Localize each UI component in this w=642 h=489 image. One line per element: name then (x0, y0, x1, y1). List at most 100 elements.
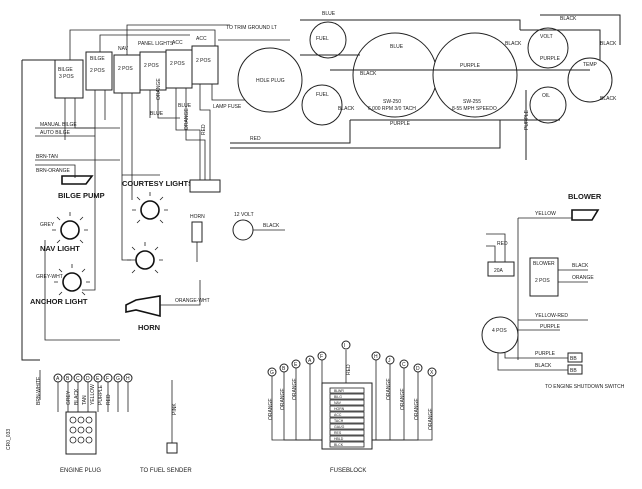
fuel-gauge (301, 84, 343, 126)
blower-red: RED (497, 241, 508, 247)
switch-2pos-a-label: 2 POS (90, 68, 105, 74)
fuse-pin-j (385, 355, 395, 365)
breaker-label: 20A (494, 268, 504, 274)
engine-pin-label: A (56, 376, 60, 382)
fuse-pin-label: H (374, 354, 378, 360)
blower-switch-label: BLOWER (533, 261, 555, 267)
fuse-slot-label: BLCK (334, 443, 344, 447)
fuel-sender-connector (166, 442, 178, 454)
fuse-pin-label: C (402, 362, 406, 368)
nav-switch-pos: 2 POS (118, 66, 133, 72)
fuse-pin-label: J (388, 358, 391, 364)
fuse-orange-3: ORANGE (292, 378, 298, 400)
engine-pin-h (123, 373, 133, 383)
wire-black-2: BLACK (505, 41, 522, 47)
switch-2pos-a (85, 51, 113, 91)
bilge-pump-icon (61, 175, 94, 185)
switch-panel: BILGE 3 POS BILGE 2 POS NAV 2 POS PANEL … (21, 24, 290, 361)
fuel-top-label: FUEL (316, 36, 329, 42)
courtesy-light-2-icon (135, 250, 155, 270)
fuse-slot (329, 429, 365, 436)
fuse-orange-1: ORANGE (268, 398, 274, 420)
engine-pin-label: H (126, 376, 130, 382)
fuse-pin-f (317, 351, 327, 361)
wire-red-switch: RED (201, 124, 207, 135)
blower-yellow-red: YELLOW-RED (535, 313, 568, 319)
temp-gauge (567, 57, 613, 103)
bilge-switch-label: BILGE (58, 67, 73, 73)
engine-pin-f (103, 373, 113, 383)
fuel-sender-pink: PINK (172, 403, 178, 415)
fuse-pin-label: D (416, 366, 420, 372)
tach-model: 6,000 RPM 3/0 TACH (368, 106, 416, 112)
horn-orange-wht: ORANGE-WHT (175, 298, 210, 304)
breaker-20a (487, 261, 515, 277)
fuse-slot-label: HBLD (334, 437, 344, 441)
fuel-sender-label: TO FUEL SENDER (140, 468, 192, 474)
panel-lights-label: PANEL LIGHTS (138, 41, 174, 47)
engine-pin-c (73, 373, 83, 383)
fuse-slot (329, 435, 365, 442)
wire-black-6: BLACK (600, 96, 617, 102)
anchor-light-label: ANCHOR LIGHT (30, 297, 88, 306)
brn-tan-label: BRN-TAN (36, 154, 58, 160)
switch-2pos-e-label: 2 POS (196, 58, 211, 64)
fuse-orange-2: ORANGE (280, 388, 286, 410)
engine-brn-white: BRN-WHITE (36, 376, 42, 405)
fuse-orange-4: ORANGE (386, 378, 392, 400)
fuse-slot (329, 405, 365, 412)
anchor-light-icon (62, 272, 82, 292)
speedo-gauge (432, 32, 518, 118)
fuse-pin-h (371, 351, 381, 361)
engine-yellow: YELLOW (90, 384, 96, 405)
fuse-pin-a (305, 355, 315, 365)
wire-purple-4: PURPLE (524, 109, 530, 130)
wire-purple-2: PURPLE (390, 121, 411, 127)
anchor-grey-wht: GREY-WHT (36, 274, 63, 280)
fuse-pin-label: F (320, 354, 323, 360)
bb-connector-2 (567, 364, 583, 375)
wire-orange-switch-2: ORANGE (184, 108, 190, 130)
manual-bilge-label: MANUAL BILGE (40, 122, 77, 128)
four-pos-plug (481, 316, 519, 354)
fuseblock-label: FUSEBLOCK (330, 468, 366, 474)
wire-black-1: BLACK (360, 71, 377, 77)
lamp-fuse-label: LAMP FUSE (213, 104, 242, 110)
wire-purple-1: PURPLE (460, 63, 481, 69)
hole-plug-label: HOLE PLUG (256, 78, 285, 84)
temp-label: TEMP (583, 62, 598, 68)
loads-column: BILGE PUMP GREY NAV LIGHT GREY-WHT ANCHO… (30, 160, 285, 341)
switch-acc2-label: ACC (196, 36, 207, 42)
oil-label: OIL (542, 93, 550, 99)
12v-black: BLACK (263, 223, 280, 229)
switch-bilge-top-label: BILGE (90, 56, 105, 62)
fuse-slot-label: TACH (334, 419, 344, 423)
tach-part: SW-250 (383, 99, 401, 105)
fuse-slot-label: RES (334, 431, 342, 435)
blower-switch (529, 257, 559, 297)
fuse-pin-label: G (270, 370, 274, 376)
auto-bilge-label: AUTO BILGE (40, 130, 71, 136)
hole-plug (237, 47, 303, 113)
engine-plug-label: ENGINE PLUG (60, 468, 101, 474)
horn-label: HORN (138, 323, 160, 332)
fuse-pin-e (291, 359, 301, 369)
acc-switch-pos: 2 POS (170, 61, 185, 67)
fuse-slot (329, 387, 365, 394)
nav-switch-label: NAV (118, 46, 129, 52)
12v-label: 12 VOLT (234, 212, 254, 218)
courtesy-light-1-icon (140, 200, 160, 220)
switch-2pos-e (191, 45, 219, 85)
wire-blue-top: BLUE (322, 11, 336, 17)
courtesy-lights-label: COURTESY LIGHTS (122, 179, 193, 188)
engine-pin-g (113, 373, 123, 383)
fuse-slot (329, 423, 365, 430)
fuse-slot-label: BLWR (334, 389, 344, 393)
fuse-slot-label: ACC (334, 413, 342, 417)
wire-black-4: BLACK (560, 16, 577, 22)
fuse-slot (329, 441, 365, 448)
